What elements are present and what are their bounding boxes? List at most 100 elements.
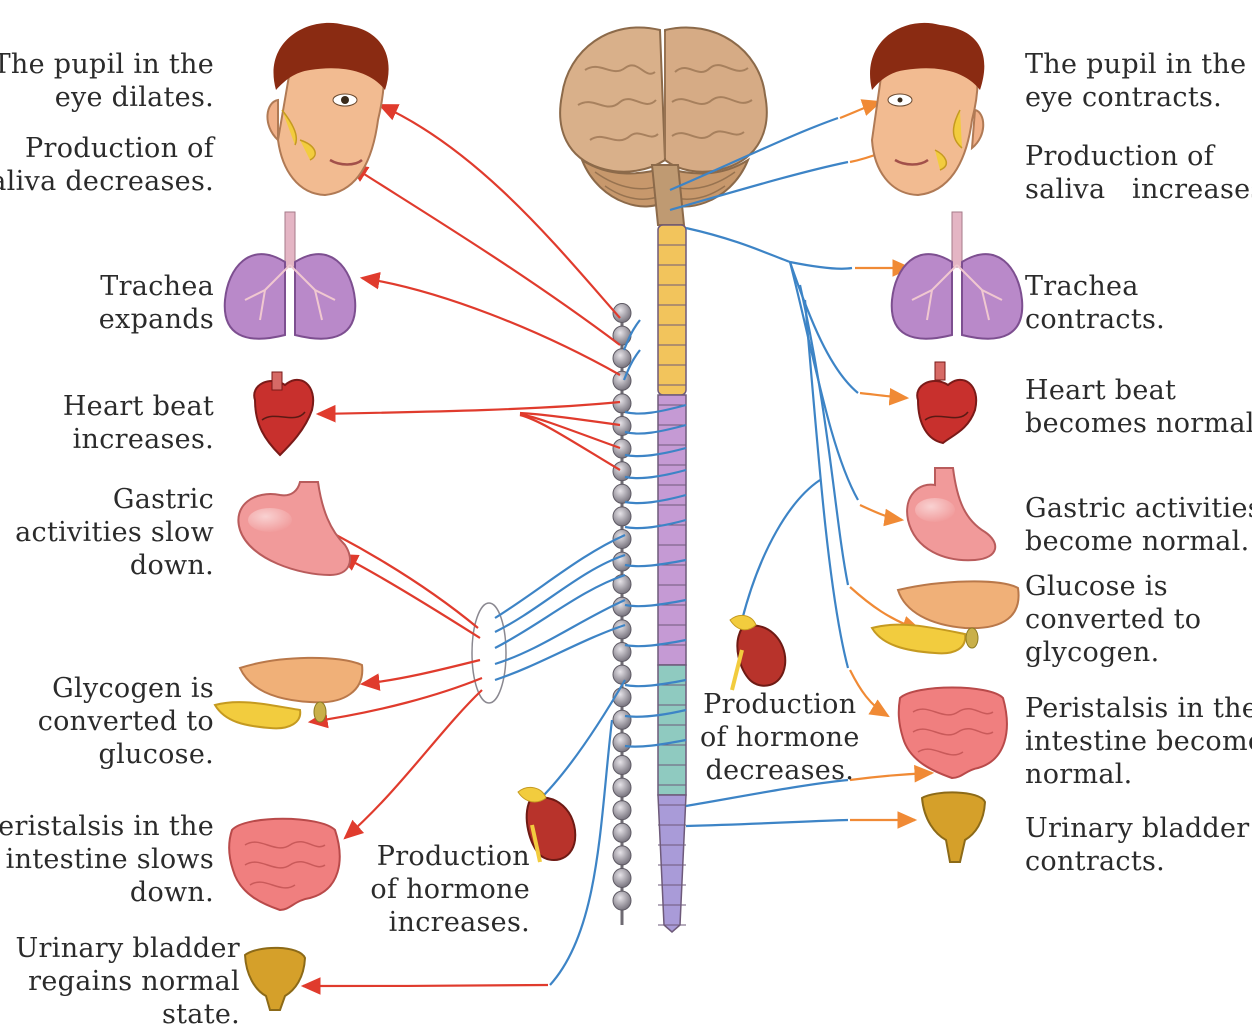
label-line: intestine becomes <box>1025 725 1252 758</box>
label-line: Production of <box>1025 140 1252 173</box>
label-line: Glycogen is <box>38 672 214 705</box>
ganglion-bead <box>613 756 631 775</box>
label-line: eye contracts. <box>1025 81 1246 114</box>
label-line: glucose. <box>38 738 214 771</box>
label-line: normal. <box>1025 758 1252 791</box>
label-line: Production <box>370 840 530 873</box>
left-bladder <box>245 948 305 1010</box>
label-peristalsis-normal: Peristalsis in the intestine becomes nor… <box>1025 692 1252 791</box>
ganglion-bead <box>613 823 631 842</box>
label-eye-dilates: The pupil in the eye dilates. <box>0 48 214 114</box>
label-saliva-increases: Production of saliva increases. <box>1025 140 1252 206</box>
ganglion-bead <box>613 710 631 729</box>
brain-stem <box>652 165 684 225</box>
sympathetic-chain <box>613 304 631 926</box>
label-gastric-slow: Gastric activities slow down. <box>15 483 214 582</box>
ganglion-bead <box>613 349 631 368</box>
label-line: Heart beat <box>1025 374 1252 407</box>
left-stomach <box>238 482 350 575</box>
nerve-to-liver-left <box>362 660 480 684</box>
label-line: down. <box>15 549 214 582</box>
nerve-to-saliva-left <box>350 165 620 345</box>
label-line: The pupil in the <box>1025 48 1246 81</box>
celiac-ganglion-outline <box>472 603 506 703</box>
label-peristalsis-slows: Peristalsis in the intestine slows down. <box>0 810 214 909</box>
label-line: becomes normal. <box>1025 407 1252 440</box>
left-face <box>267 23 388 195</box>
ganglion-bead <box>613 371 631 390</box>
label-line: increases. <box>63 423 214 456</box>
label-line: Production of <box>0 132 214 165</box>
label-line: become normal. <box>1025 525 1252 558</box>
label-hormone-decreases: Production of hormone decreases. <box>700 688 860 787</box>
label-line: increases. <box>370 906 530 939</box>
label-line: contracts. <box>1025 303 1165 336</box>
label-line: Gastric <box>15 483 214 516</box>
label-line: Trachea <box>1025 270 1165 303</box>
ganglion-bead <box>613 801 631 820</box>
label-glycogen-to-glucose: Glycogen is converted to glucose. <box>38 672 214 771</box>
ganglion-bead <box>613 778 631 797</box>
label-line: Heart beat <box>63 390 214 423</box>
label-line: Urinary bladder <box>16 932 241 965</box>
left-intestine <box>229 819 340 910</box>
label-bladder-contracts: Urinary bladder contracts. <box>1025 812 1250 878</box>
label-line: eye dilates. <box>0 81 214 114</box>
label-hormone-increases: Production of hormone increases. <box>370 840 530 939</box>
brain-left-hemisphere <box>560 27 665 171</box>
right-bladder <box>922 792 985 862</box>
brain <box>560 27 767 225</box>
label-gastric-normal: Gastric activities become normal. <box>1025 492 1252 558</box>
label-trachea-expands: Trachea expands <box>99 270 214 336</box>
right-heart <box>917 362 976 443</box>
ganglion-bead <box>613 507 631 526</box>
nerve-to-lungs-left <box>362 278 620 375</box>
label-line: Urinary bladder <box>1025 812 1250 845</box>
ganglion-bead <box>613 846 631 865</box>
label-line: regains normal <box>16 965 241 998</box>
label-heart-increases: Heart beat increases. <box>63 390 214 456</box>
right-stomach <box>907 468 995 560</box>
label-line: Peristalsis in the <box>1025 692 1252 725</box>
label-line: of hormone <box>700 721 860 754</box>
label-line: saliva increases. <box>1025 173 1252 206</box>
label-line: converted to <box>38 705 214 738</box>
label-heart-normal: Heart beat becomes normal. <box>1025 374 1252 440</box>
label-trachea-contracts: Trachea contracts. <box>1025 270 1165 336</box>
label-line: expands <box>99 303 214 336</box>
ganglion-bead <box>613 733 631 752</box>
label-line: converted to <box>1025 603 1201 636</box>
label-line: Gastric activities <box>1025 492 1252 525</box>
spinal-cord-cervical <box>658 225 686 395</box>
left-lungs <box>225 212 356 339</box>
label-line: of hormone <box>370 873 530 906</box>
right-face <box>870 23 984 195</box>
ganglion-bead <box>613 484 631 503</box>
left-heart <box>254 372 313 455</box>
spinal-cord <box>658 225 686 932</box>
label-line: Production <box>700 688 860 721</box>
label-eye-contracts: The pupil in the eye contracts. <box>1025 48 1246 114</box>
right-intestine <box>899 688 1007 779</box>
nerve-to-bladder-left <box>303 985 548 986</box>
label-line: The pupil in the <box>0 48 214 81</box>
label-line: intestine slows <box>0 843 214 876</box>
label-line: Glucose is <box>1025 570 1201 603</box>
label-line: activities slow <box>15 516 214 549</box>
label-line: Peristalsis in the <box>0 810 214 843</box>
ganglion-bead <box>613 891 631 910</box>
label-saliva-decreases: Production of saliva decreases. <box>0 132 214 198</box>
ganglion-bead <box>613 665 631 684</box>
kidney-upper <box>730 615 785 690</box>
nerve-to-heart-left <box>318 402 620 414</box>
label-line: decreases. <box>700 754 860 787</box>
ganglion-bead <box>613 869 631 888</box>
label-bladder-normal: Urinary bladder regains normal state. <box>16 932 241 1031</box>
label-line: Trachea <box>99 270 214 303</box>
label-line: saliva decreases. <box>0 165 214 198</box>
spinal-cord-sacral <box>658 795 686 932</box>
label-line: glycogen. <box>1025 636 1201 669</box>
label-line: down. <box>0 876 214 909</box>
label-line: contracts. <box>1025 845 1250 878</box>
